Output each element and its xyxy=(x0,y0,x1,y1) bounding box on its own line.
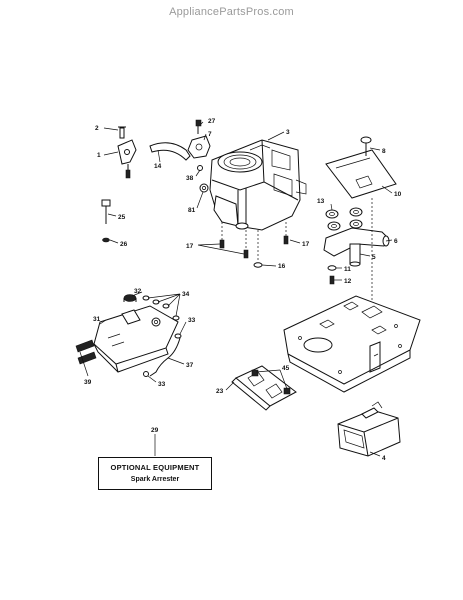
clips-39[interactable] xyxy=(75,339,97,365)
callout-17-right: 17 xyxy=(302,241,310,248)
callout-25: 25 xyxy=(118,214,126,221)
callout-31: 31 xyxy=(93,316,101,323)
callout-16: 16 xyxy=(278,263,286,270)
callout-2: 2 xyxy=(95,125,99,132)
fitting-81[interactable] xyxy=(199,183,209,193)
callout-14: 14 xyxy=(154,163,162,170)
callout-labels: 2 1 14 27 7 38 81 3 8 10 13 6 5 11 12 25… xyxy=(84,118,402,462)
callout-23: 23 xyxy=(216,388,224,395)
screw-8[interactable] xyxy=(360,136,372,156)
wire-37[interactable] xyxy=(149,337,181,377)
callout-10: 10 xyxy=(394,191,402,198)
fuel-line[interactable] xyxy=(149,142,191,161)
callout-38: 38 xyxy=(186,175,194,182)
optional-equipment-box: OPTIONAL EQUIPMENT Spark Arrester xyxy=(98,457,212,490)
callout-29: 29 xyxy=(151,427,159,434)
callout-33-top: 33 xyxy=(188,317,196,324)
callout-1: 1 xyxy=(97,152,101,159)
callout-26: 26 xyxy=(120,241,128,248)
fasteners-33[interactable] xyxy=(143,333,182,377)
callout-34: 34 xyxy=(182,291,190,298)
washer-16[interactable] xyxy=(253,230,263,268)
optional-equipment-title: OPTIONAL EQUIPMENT xyxy=(110,463,200,472)
heat-shield[interactable] xyxy=(325,149,397,199)
exhaust-pipe[interactable] xyxy=(323,227,390,267)
engine-bolts-17[interactable] xyxy=(219,222,289,259)
screw-2[interactable] xyxy=(118,126,126,139)
nuts-34[interactable] xyxy=(142,295,180,321)
callout-17-left: 17 xyxy=(186,243,194,250)
callout-7: 7 xyxy=(208,131,212,138)
leader-lines xyxy=(79,121,393,457)
callout-3: 3 xyxy=(286,129,290,136)
screw-12[interactable] xyxy=(329,275,335,285)
callout-4: 4 xyxy=(382,455,386,462)
watermark: AppliancePartsPros.com xyxy=(169,6,294,18)
nut-11[interactable] xyxy=(327,265,337,271)
chassis-plate[interactable] xyxy=(283,295,421,393)
bolt-25[interactable] xyxy=(101,199,111,224)
callout-8: 8 xyxy=(382,148,386,155)
nut-26[interactable] xyxy=(102,237,110,243)
callout-32: 32 xyxy=(134,288,142,295)
fuel-fitting[interactable] xyxy=(187,119,211,171)
callout-6: 6 xyxy=(394,238,398,245)
callout-39: 39 xyxy=(84,379,92,386)
housing-31[interactable] xyxy=(93,305,179,373)
cap-32[interactable] xyxy=(123,294,137,303)
screws-45[interactable] xyxy=(251,369,291,395)
callout-5: 5 xyxy=(372,254,376,261)
callout-27: 27 xyxy=(208,118,216,125)
throttle-bracket[interactable] xyxy=(117,139,137,179)
muffler[interactable] xyxy=(337,401,401,457)
callout-13: 13 xyxy=(317,198,325,205)
callout-81: 81 xyxy=(188,207,196,214)
callout-33-bottom: 33 xyxy=(158,381,166,388)
engine-assembly[interactable] xyxy=(209,139,307,231)
callout-12: 12 xyxy=(344,278,352,285)
gaskets-13[interactable] xyxy=(325,207,363,231)
callout-45: 45 xyxy=(282,365,290,372)
callout-37: 37 xyxy=(186,362,194,369)
spark-arrester-label: Spark Arrester xyxy=(130,476,180,483)
callout-11: 11 xyxy=(344,266,351,273)
